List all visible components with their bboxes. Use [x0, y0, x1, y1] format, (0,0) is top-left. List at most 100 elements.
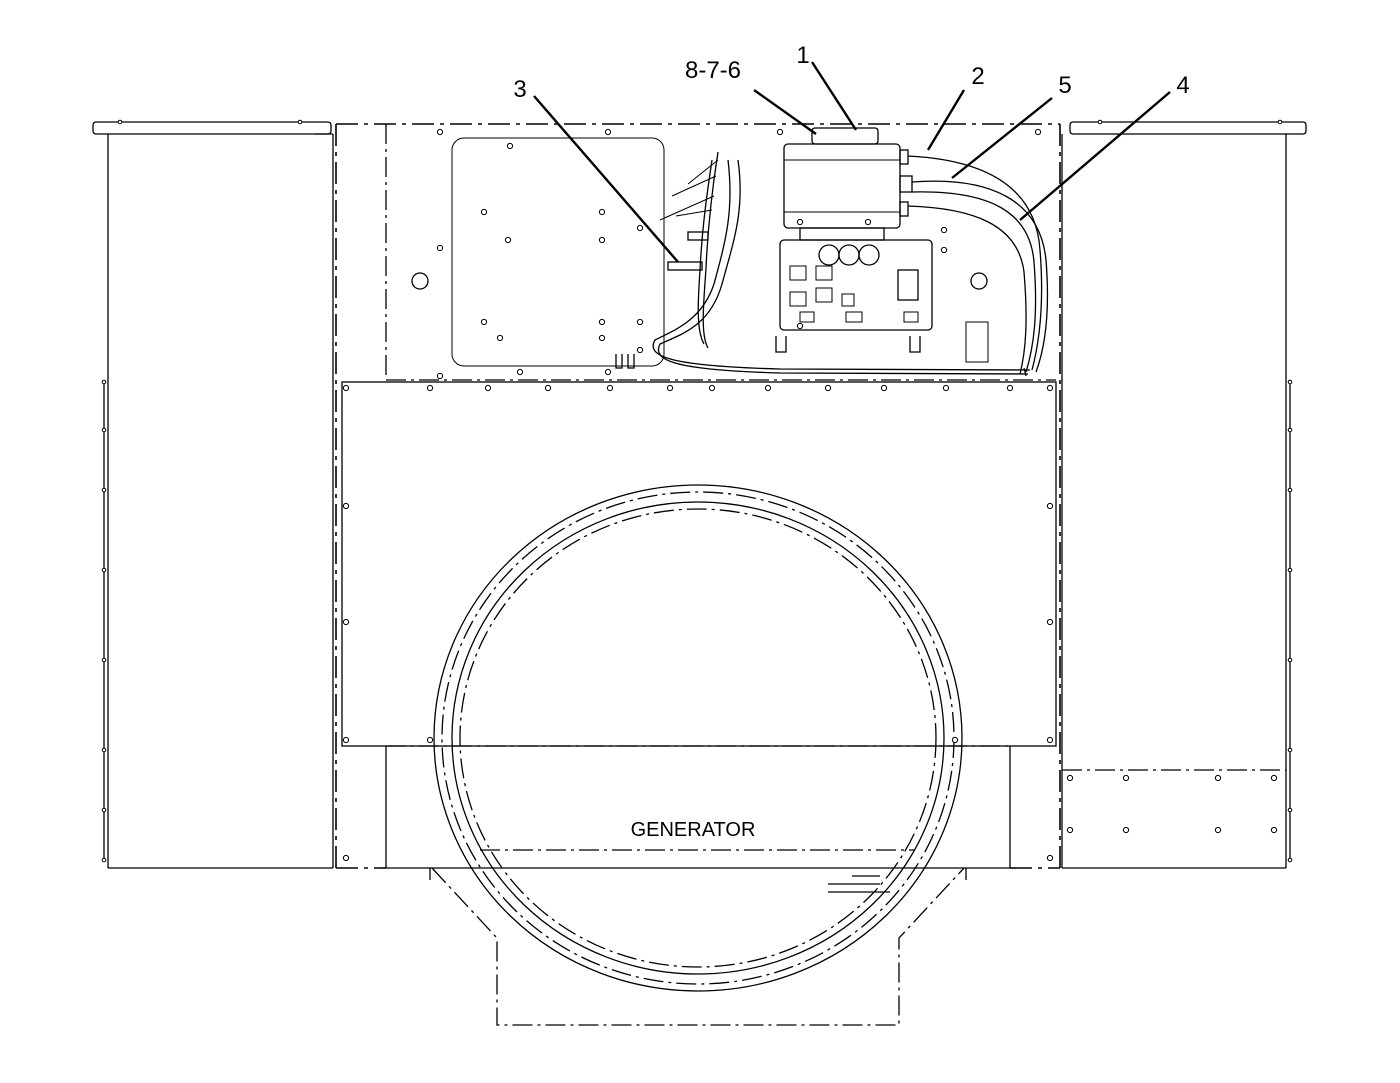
bolt — [480, 318, 488, 326]
callout-label-876: 8-7-6 — [685, 57, 741, 84]
callout-label-3: 3 — [513, 76, 526, 103]
bolt — [940, 226, 948, 234]
bolt — [1122, 826, 1130, 834]
bolt — [636, 224, 644, 232]
bolt — [1270, 826, 1278, 834]
generator-ring — [433, 484, 963, 992]
rivet — [101, 567, 107, 573]
leader-lines — [533, 61, 1171, 263]
rivet — [101, 379, 107, 385]
rivet — [1287, 747, 1293, 753]
bolt — [1214, 774, 1222, 782]
bolt — [342, 384, 350, 392]
bolt — [496, 334, 504, 342]
voltage-regulator-box — [783, 127, 913, 241]
bolt — [342, 502, 350, 510]
bolt — [436, 128, 444, 136]
rivet — [1287, 487, 1293, 493]
rivet — [101, 807, 107, 813]
bolt — [342, 736, 350, 744]
rivet — [1287, 379, 1293, 385]
bolt — [436, 244, 444, 252]
bolt — [516, 368, 524, 376]
bolt — [1046, 502, 1054, 510]
bolt — [708, 384, 716, 392]
bolt — [598, 236, 606, 244]
bolt — [606, 384, 614, 392]
bolt — [1046, 736, 1054, 744]
rivet — [297, 119, 303, 125]
bolt — [480, 208, 488, 216]
bolt — [604, 368, 612, 376]
leader-line-1 — [810, 61, 858, 131]
bolt — [1270, 774, 1278, 782]
rivet — [101, 747, 107, 753]
generator-label: GENERATOR — [631, 819, 756, 841]
rivet — [101, 657, 107, 663]
rivet — [1287, 807, 1293, 813]
bolt — [598, 334, 606, 342]
leader-line-5 — [951, 97, 1053, 179]
wire-harness — [652, 151, 1049, 377]
bolt — [436, 372, 444, 380]
bolt — [636, 318, 644, 326]
leader-line-2 — [926, 89, 966, 151]
rivet — [101, 857, 107, 863]
main-frame — [335, 123, 1061, 1026]
callout-label-5: 5 — [1058, 72, 1071, 99]
rivet — [101, 487, 107, 493]
mounting-holes — [411, 272, 989, 893]
bolt — [764, 384, 772, 392]
rivet — [1287, 567, 1293, 573]
rivet — [117, 119, 123, 125]
bolt — [951, 736, 959, 744]
bolt — [796, 322, 804, 330]
bolt — [1046, 384, 1054, 392]
bolt — [544, 384, 552, 392]
bolt — [1214, 826, 1222, 834]
bolt — [1006, 384, 1014, 392]
bolt — [342, 854, 350, 862]
bolt — [1046, 618, 1054, 626]
leader-line-4 — [1019, 91, 1171, 221]
left-side-panel — [92, 121, 334, 869]
bolt — [1034, 128, 1042, 136]
bolt — [796, 218, 804, 226]
rivet — [1287, 857, 1293, 863]
bolt — [776, 128, 784, 136]
rivet — [1287, 427, 1293, 433]
bolt — [598, 208, 606, 216]
right-side-panel — [1061, 121, 1307, 869]
bolt — [666, 384, 674, 392]
callout-label-1: 1 — [796, 42, 809, 69]
bolt — [1066, 774, 1074, 782]
bolt — [484, 384, 492, 392]
bolt — [940, 246, 948, 254]
rivet — [1097, 119, 1103, 125]
rivet — [1277, 119, 1283, 125]
bolt — [598, 318, 606, 326]
callout-label-4: 4 — [1176, 72, 1189, 99]
bolt — [824, 384, 832, 392]
bolt — [1122, 774, 1130, 782]
rivet — [1287, 657, 1293, 663]
bolt — [636, 346, 644, 354]
fastener-bolts — [101, 119, 1293, 863]
leader-line-3 — [533, 95, 679, 263]
bolt — [1046, 854, 1054, 862]
bolt — [604, 128, 612, 136]
bolt — [1066, 826, 1074, 834]
circuit-board — [775, 239, 933, 353]
callout-label-2: 2 — [971, 63, 984, 90]
bolt — [880, 384, 888, 392]
bolt — [864, 218, 872, 226]
bolt — [426, 736, 434, 744]
bolt — [426, 384, 434, 392]
bolt — [506, 142, 514, 150]
rivet — [101, 427, 107, 433]
bolt — [342, 618, 350, 626]
bolt — [504, 236, 512, 244]
leader-line-876 — [753, 89, 817, 135]
